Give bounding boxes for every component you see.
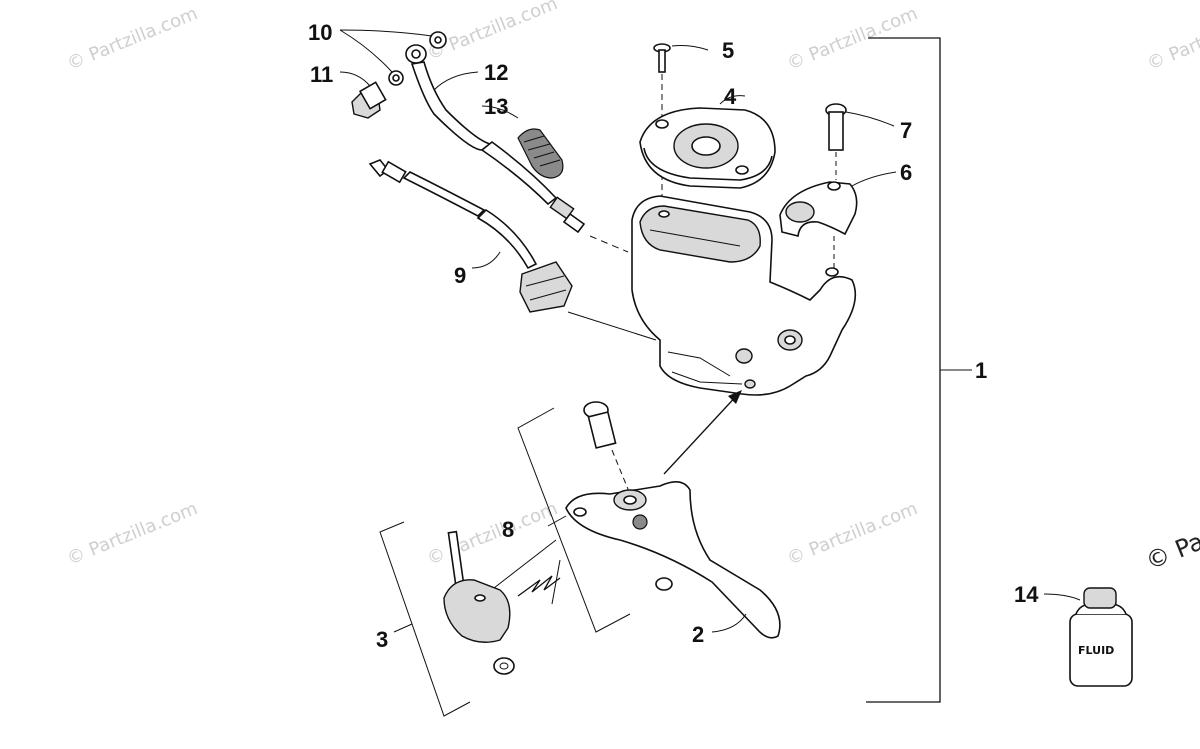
callout-2: 2 bbox=[692, 622, 704, 647]
part-11-banjo-bolt bbox=[339, 71, 387, 119]
part-14-fluid-bottle: FLUID bbox=[1043, 587, 1133, 687]
watermark: © Partzilla.com bbox=[1144, 3, 1200, 75]
watermark: © Partzilla.com bbox=[64, 3, 201, 75]
part-3-group bbox=[379, 521, 561, 717]
callout-14: 14 bbox=[1014, 582, 1039, 607]
callout-3: 3 bbox=[376, 627, 388, 652]
callout-6: 6 bbox=[900, 160, 912, 185]
part-9-switch bbox=[368, 159, 657, 341]
callout-11: 11 bbox=[310, 62, 333, 87]
part-13-grommet bbox=[481, 105, 564, 179]
pivot-pin bbox=[583, 401, 631, 495]
master-cylinder-body bbox=[631, 195, 857, 396]
assembly-bracket bbox=[866, 37, 972, 703]
callout-4: 4 bbox=[724, 84, 737, 109]
callout-1: 1 bbox=[975, 358, 987, 383]
watermark: © Partzilla.com bbox=[424, 0, 561, 65]
part-6-clamp bbox=[779, 171, 897, 268]
watermark: © Partzilla.com bbox=[784, 3, 921, 75]
callout-12: 12 bbox=[484, 60, 508, 85]
part-7-bolt bbox=[825, 103, 895, 180]
part-5-screw bbox=[653, 43, 709, 210]
callout-7: 7 bbox=[900, 118, 912, 143]
part-4-cover bbox=[639, 95, 776, 189]
callout-8: 8 bbox=[502, 517, 514, 542]
watermark: © Partzilla.com bbox=[64, 498, 201, 570]
watermark: © Partzilla.com bbox=[424, 498, 561, 570]
callout-13: 13 bbox=[484, 94, 508, 119]
watermark-partial: © Pa bbox=[1142, 527, 1200, 575]
callout-9: 9 bbox=[454, 263, 466, 288]
bottle-label: FLUID bbox=[1078, 644, 1114, 657]
callout-10: 10 bbox=[308, 20, 332, 45]
part-8-bracket bbox=[517, 407, 631, 633]
part-10-washers bbox=[339, 29, 447, 86]
callouts: 1 2 3 4 5 6 7 8 9 10 11 12 13 14 bbox=[308, 20, 1039, 652]
watermark: © Partzilla.com bbox=[784, 498, 921, 570]
part-2-lever bbox=[565, 390, 781, 639]
callout-5: 5 bbox=[722, 38, 734, 63]
part-12-brake-hose bbox=[405, 44, 629, 253]
